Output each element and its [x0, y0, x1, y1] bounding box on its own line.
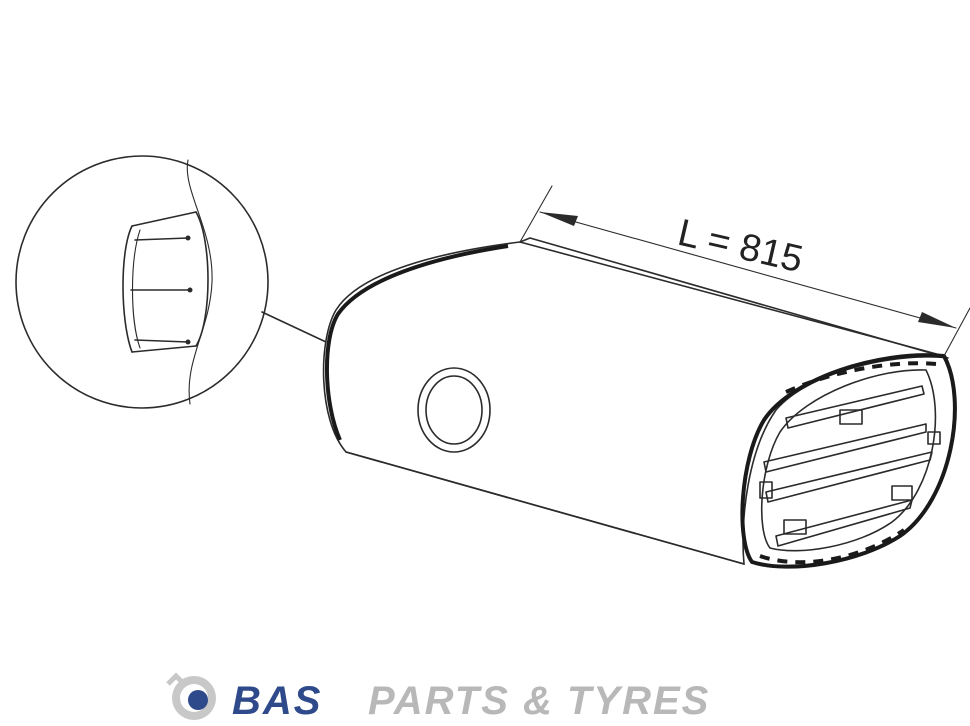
brand-logo: BAS PARTS & TYRES [166, 672, 710, 723]
length-dimension: L = 815 [519, 185, 970, 357]
detail-circle [15, 155, 269, 409]
logo-icon [166, 672, 216, 720]
tube-clips [759, 409, 941, 535]
logo-brand: BAS [232, 679, 322, 723]
end-cap [740, 353, 957, 569]
logo-tagline: PARTS & TYRES [368, 679, 710, 723]
detail-seam [186, 159, 213, 405]
inlet-opening [417, 367, 491, 453]
dimension-line [539, 211, 957, 329]
detail-leader-line [261, 311, 327, 343]
detail-pipe-end [122, 211, 209, 353]
dimension-label: L = 815 [674, 212, 807, 281]
end-cap-outline [740, 353, 957, 569]
muffler-body [322, 237, 949, 565]
detail-view [15, 155, 327, 409]
